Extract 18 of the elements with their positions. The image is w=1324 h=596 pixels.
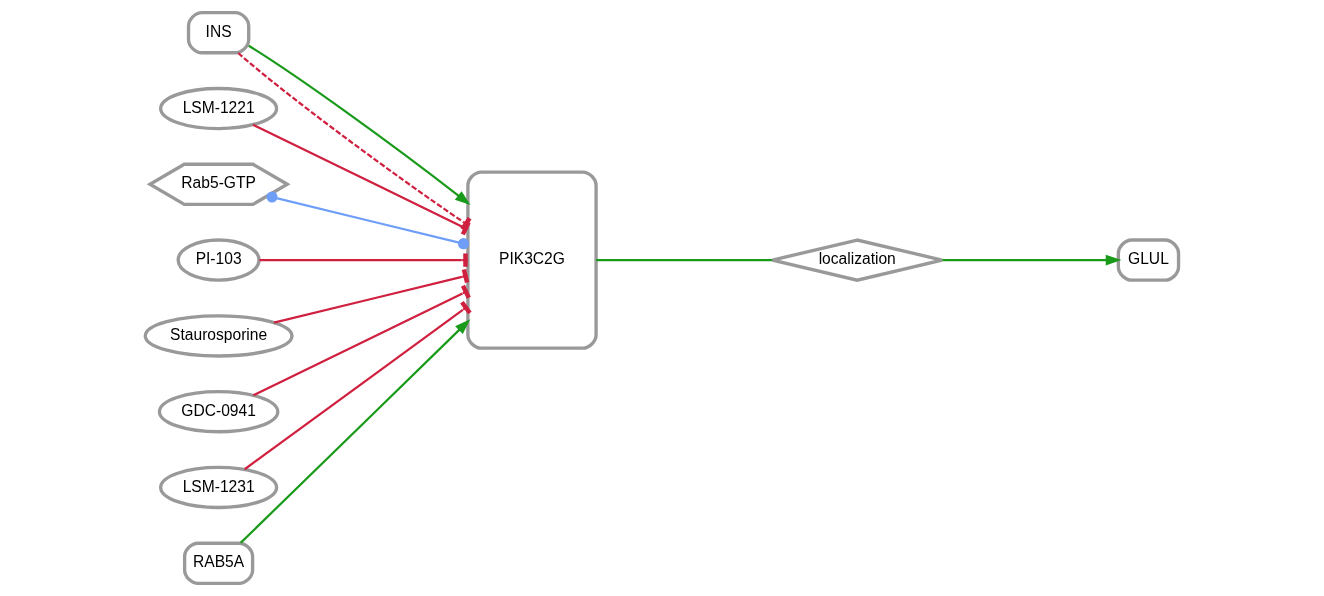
node-diamond: localization [770,238,944,282]
node-box: RAB5A [182,541,255,585]
node-ellipse: GDC-0941 [157,389,280,434]
connector [273,269,470,324]
arrow [942,254,1122,266]
arrow [248,44,471,206]
node-ellipse: PI-103 [176,238,261,282]
node-ellipse: LSM-1231 [159,465,279,510]
arrow [239,319,471,544]
node-box: GLUL [1116,238,1181,282]
node-ellipse: Staurosporine [143,314,294,358]
connector [244,300,472,471]
connector [259,253,468,267]
node-box: PIK3C2G [466,170,598,350]
node-ellipse: LSM-1221 [159,86,279,131]
connector [596,259,773,262]
node-box: INS [186,11,251,55]
connector [252,284,471,397]
